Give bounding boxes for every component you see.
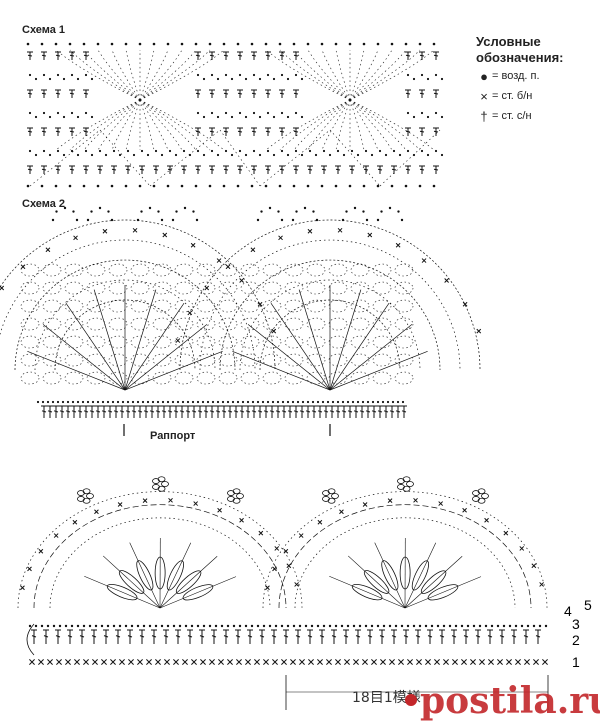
- scheme-1-diagram: [27, 43, 443, 188]
- row-number-4: 4: [564, 603, 572, 619]
- row-number-1: 1: [572, 654, 580, 670]
- watermark: postila.ru: [420, 680, 600, 722]
- row-number-3: 3: [572, 616, 580, 632]
- scheme-3-diagram: [18, 477, 548, 710]
- row-number-2: 2: [572, 632, 580, 648]
- row-number-5: 5: [584, 597, 592, 613]
- scheme-2-diagram: [0, 207, 481, 436]
- watermark-logo-icon: [405, 694, 417, 706]
